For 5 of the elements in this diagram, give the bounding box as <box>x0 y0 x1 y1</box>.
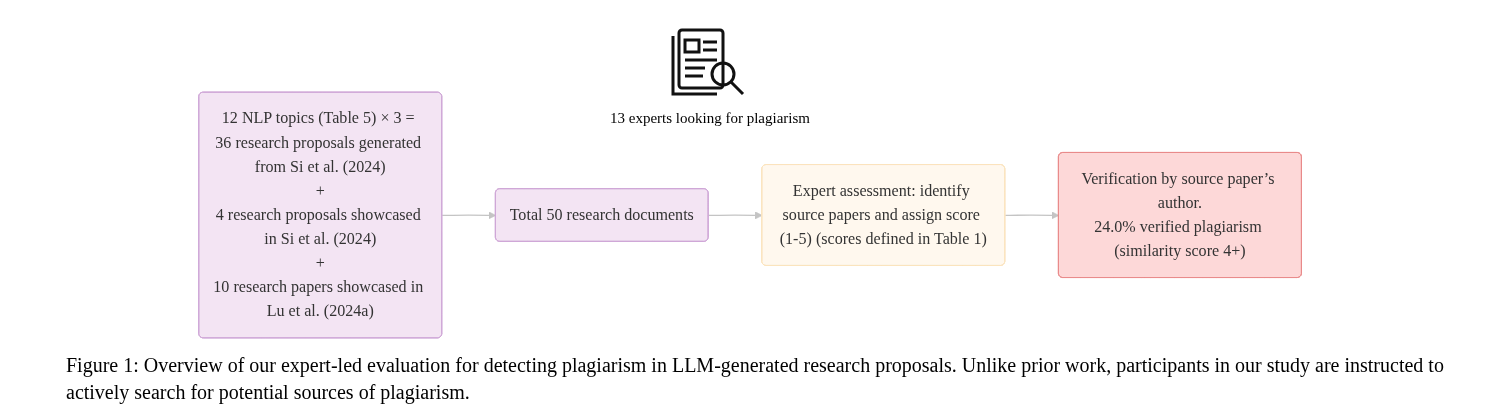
arrow <box>707 211 763 220</box>
arrow <box>441 211 497 220</box>
arrow <box>1004 211 1060 220</box>
icon-caption: 13 experts looking for plagiarism <box>610 110 810 127</box>
figure-caption: Figure 1: Overview of our expert-led evaluation for detecting plagiarism in LLM-generated research proposals. Unlike prior work, participants in our study are instructed to actively search for potential sources of plagiarism. <box>66 353 1445 406</box>
